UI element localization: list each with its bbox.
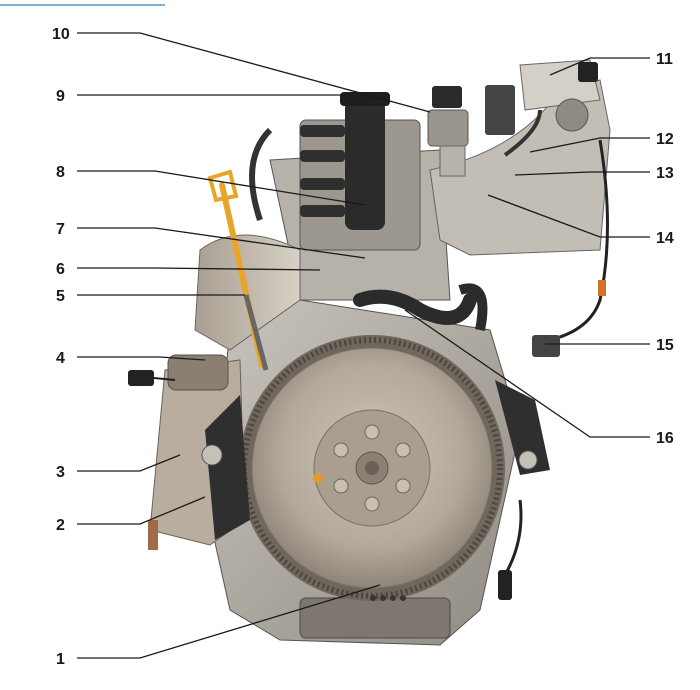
callout-3: 3 — [56, 464, 65, 481]
corner-accent-line — [0, 4, 165, 6]
callout-labels: 1 2 3 4 5 6 7 8 9 10 11 12 13 14 15 16 — [52, 26, 674, 668]
callout-15: 15 — [656, 337, 674, 354]
callout-13: 13 — [656, 165, 674, 182]
callout-5: 5 — [56, 288, 65, 305]
callout-2: 2 — [56, 517, 65, 534]
leader-7 — [77, 227, 366, 259]
callout-7: 7 — [56, 221, 65, 238]
callout-4: 4 — [56, 350, 65, 367]
callout-14: 14 — [656, 230, 674, 247]
leader-4 — [77, 356, 206, 361]
callout-6: 6 — [56, 261, 65, 278]
callout-16: 16 — [656, 430, 674, 447]
flywheel — [239, 335, 505, 601]
hoses — [353, 109, 609, 600]
leader-12 — [529, 137, 650, 153]
leader-13 — [514, 171, 650, 176]
throttle-body — [427, 86, 469, 177]
callout-11: 11 — [656, 51, 673, 68]
leader-16 — [404, 309, 650, 438]
callout-1: 1 — [56, 651, 65, 668]
leader-11 — [549, 57, 650, 76]
leader-14 — [487, 194, 650, 238]
callout-10: 10 — [52, 26, 70, 43]
leader-2 — [77, 496, 206, 525]
adapter-plate — [201, 335, 560, 540]
leader-3 — [77, 454, 181, 472]
callout-8: 8 — [56, 164, 65, 181]
leader-1 — [77, 584, 381, 659]
ignition-coil — [249, 92, 390, 230]
leader-10 — [77, 32, 431, 113]
callout-12: 12 — [656, 131, 674, 148]
leader-8 — [77, 170, 366, 206]
leader-6 — [77, 267, 321, 271]
callout-lines — [77, 32, 650, 659]
callout-9: 9 — [56, 88, 65, 105]
oil-dipstick — [207, 169, 269, 371]
